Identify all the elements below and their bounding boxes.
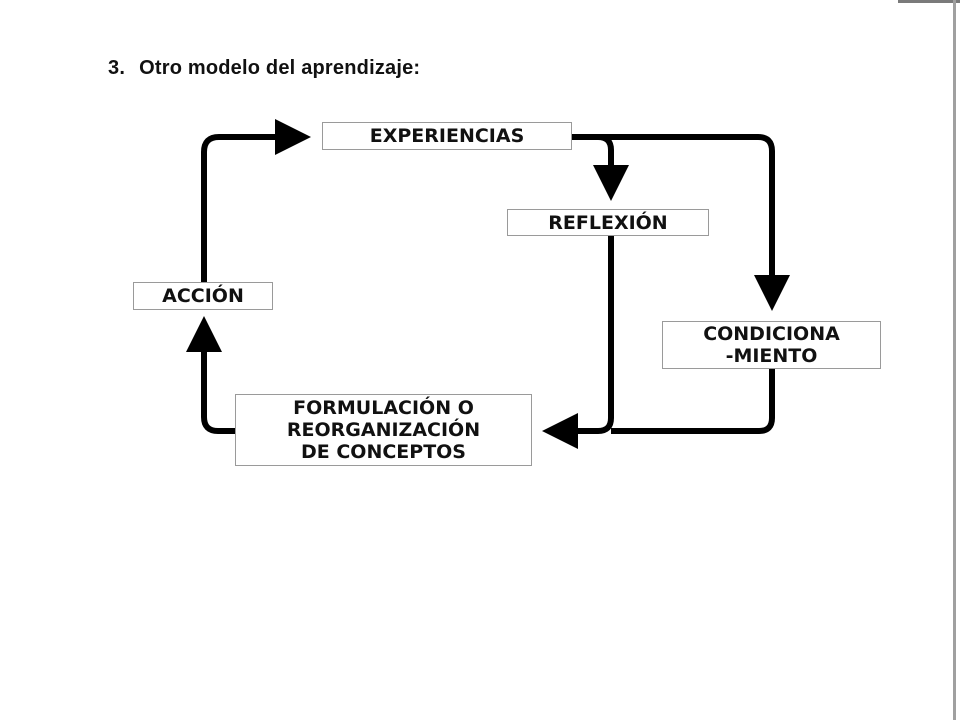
node-formulacion-line-2: REORGANIZACIÓN [286,419,481,441]
top-edge-rule [898,0,960,3]
node-reflexion: REFLEXIÓN [507,209,709,236]
node-experiencias: EXPERIENCIAS [322,122,572,150]
node-formulacion: FORMULACIÓN O REORGANIZACIÓN DE CONCEPTO… [235,394,532,466]
node-formulacion-line-1: FORMULACIÓN O [293,397,474,419]
node-experiencias-label: EXPERIENCIAS [369,125,525,147]
edge-accion-to-experiencias [201,119,311,282]
edge-experiencias-to-reflexion [572,134,629,201]
node-accion: ACCIÓN [133,282,273,310]
section-number: 3. [108,57,126,79]
section-heading: 3. Otro modelo del aprendizaje: [108,57,420,80]
node-accion-label: ACCIÓN [162,285,244,307]
edge-experiencias-to-condicionamiento [598,134,790,311]
node-condicionamiento: CONDICIONA -MIENTO [662,321,881,369]
edge-reflexion-to-formulacion [542,236,614,449]
node-condicionamiento-line-1: CONDICIONA [703,323,840,345]
node-formulacion-line-3: DE CONCEPTOS [300,441,466,463]
edge-condicionamiento-to-formulacion [611,369,775,434]
node-condicionamiento-line-2: -MIENTO [725,345,818,367]
node-reflexion-label: REFLEXIÓN [548,211,668,234]
section-title: Otro modelo del aprendizaje: [139,57,421,79]
edge-formulacion-to-accion [186,316,235,434]
right-edge-rule [953,0,956,720]
